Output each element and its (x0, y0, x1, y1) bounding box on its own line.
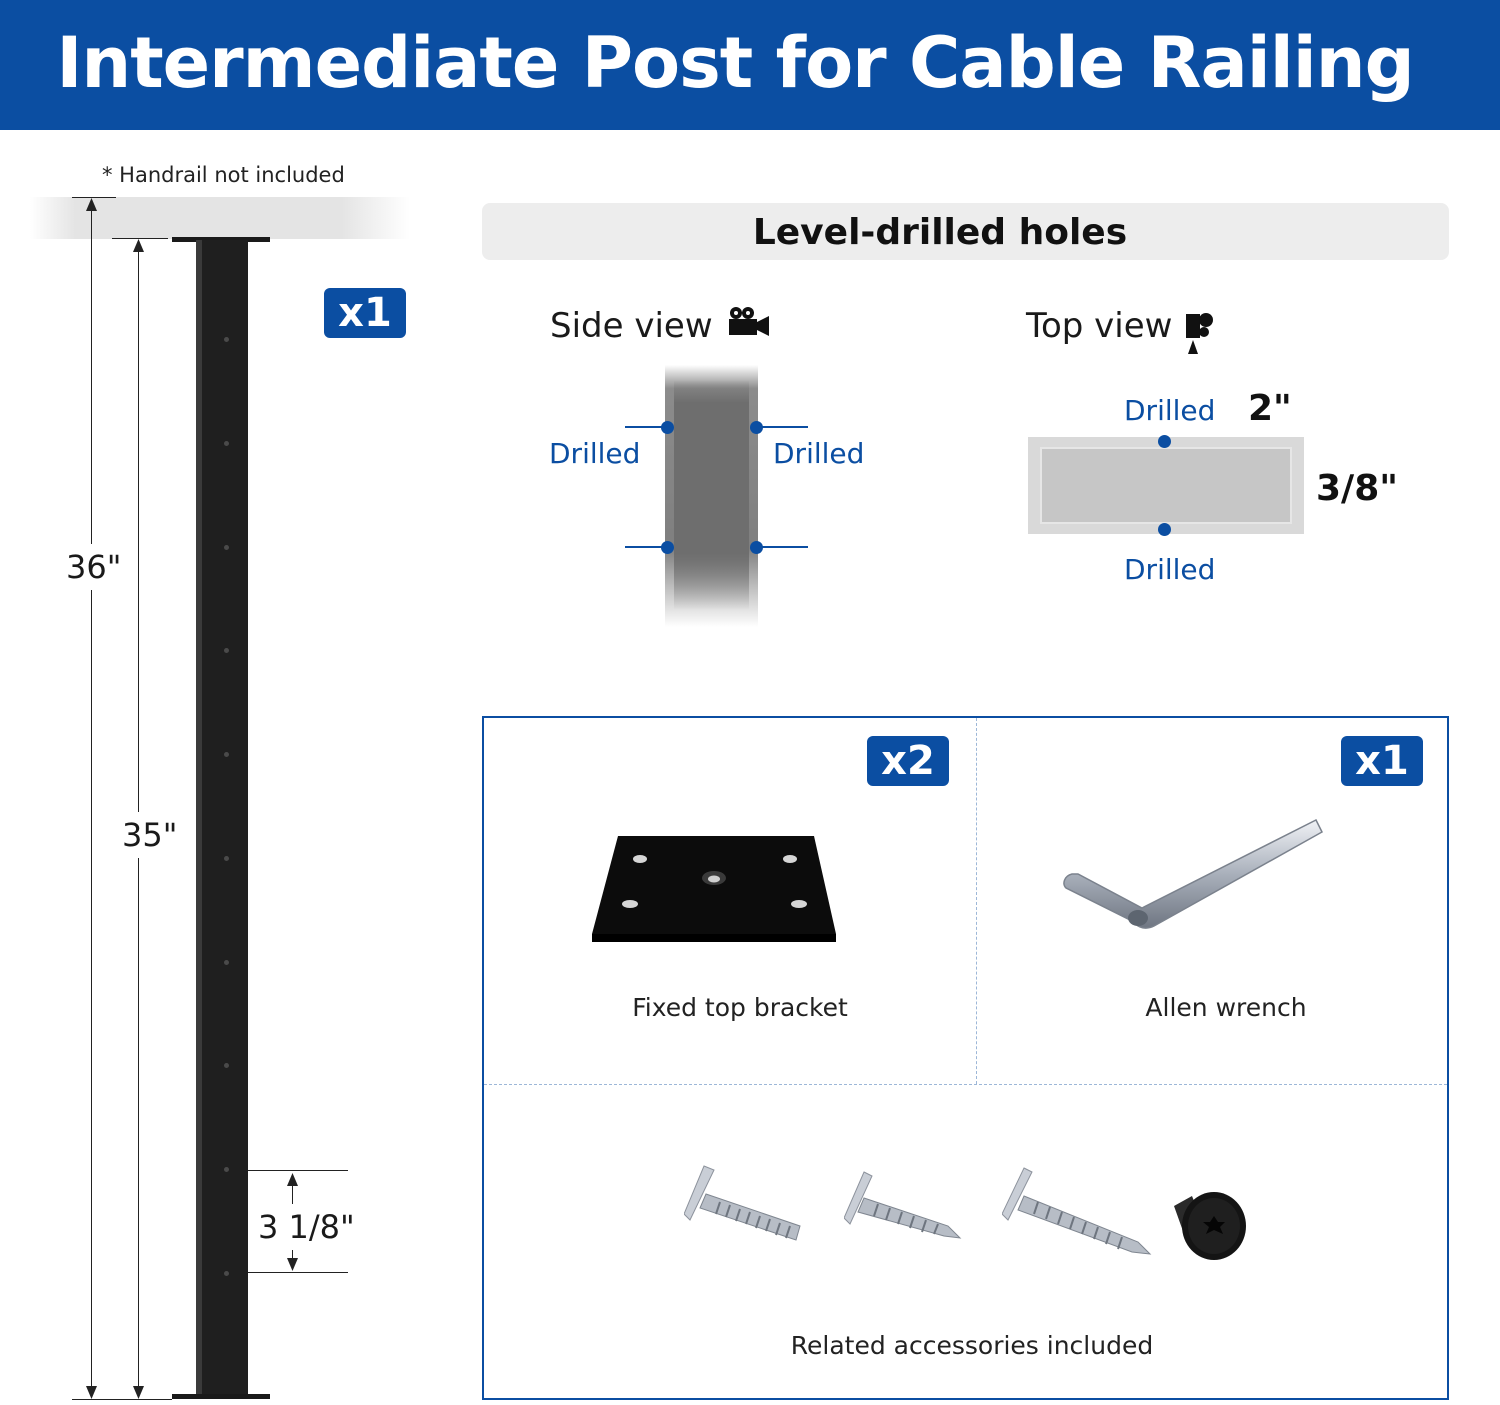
bracket-image (592, 836, 836, 942)
dim-36-line (91, 200, 92, 1396)
accessories-divider-horizontal (484, 1084, 1447, 1085)
accessories-panel (482, 716, 1449, 1400)
side-right-top-leader (756, 426, 808, 428)
title-banner (0, 0, 1500, 130)
accessories-divider-vertical (976, 718, 977, 1084)
dim-spacing-label: 3 1/8" (258, 1204, 355, 1250)
dim-spacing-line-bottom (292, 1246, 293, 1268)
allen-wrench-image (1063, 818, 1323, 929)
hole-marker (750, 541, 763, 554)
post-bottom-cap (172, 1394, 270, 1399)
side-left-bottom-leader (625, 546, 667, 548)
top-drilled-label: Drilled (1124, 394, 1216, 427)
hole-marker (1158, 523, 1171, 536)
hex-bolt-image (1174, 1192, 1246, 1260)
handrail-note: * Handrail not included (102, 163, 345, 187)
page-title: Intermediate Post for Cable Railing (56, 22, 1414, 104)
dim-36-top-tick (72, 197, 116, 198)
holes-section-header (482, 203, 1449, 260)
post-edge (196, 240, 202, 1398)
arrow-down-icon (86, 1386, 97, 1399)
hole-marker (1158, 435, 1171, 448)
arrow-up-icon (287, 1173, 298, 1186)
holes-section-title: Level-drilled holes (752, 212, 1128, 253)
dim-bottom-tick (72, 1399, 172, 1400)
post-image (196, 240, 248, 1398)
side-right-bottom-leader (756, 546, 808, 548)
dim-35-top-tick (112, 238, 168, 239)
hole-marker (661, 421, 674, 434)
dim-spacing-line-top (292, 1178, 293, 1204)
wood-screw-image (844, 1171, 962, 1239)
dim-total-label: 36" (66, 544, 122, 590)
top-view-title: Top view (1026, 306, 1173, 346)
post-hole (224, 752, 229, 757)
post-hole (224, 960, 229, 965)
hole-marker (661, 541, 674, 554)
machine-screw-image (684, 1165, 801, 1241)
post-hole (224, 1271, 229, 1276)
post-hole (224, 441, 229, 446)
camera-top-icon (1186, 313, 1213, 354)
dim-spacing-bottom-tick (248, 1272, 348, 1273)
post-hole (224, 337, 229, 342)
side-view-title: Side view (550, 306, 713, 346)
side-right-drilled-label: Drilled (773, 437, 865, 470)
screws-label: Related accessories included (790, 1331, 1154, 1360)
post-quantity-badge: x1 (324, 288, 406, 338)
post-top-cap (172, 237, 270, 242)
arrow-down-icon (133, 1386, 144, 1399)
post-hole (224, 648, 229, 653)
post-hole (224, 545, 229, 550)
post-hole (224, 856, 229, 861)
dim-spacing-top-tick (248, 1170, 348, 1171)
hole-marker (750, 421, 763, 434)
dim-post-label: 35" (122, 812, 178, 858)
arrow-up-icon (133, 239, 144, 252)
camera-icon (729, 307, 769, 336)
side-left-top-leader (625, 426, 667, 428)
wrench-quantity-badge: x1 (1341, 736, 1423, 786)
side-left-drilled-label: Drilled (549, 437, 641, 470)
post-hole (224, 1167, 229, 1172)
bracket-quantity-badge: x2 (867, 736, 949, 786)
long-wood-screw-image (1002, 1167, 1152, 1255)
post-hole (224, 1063, 229, 1068)
arrow-down-icon (287, 1258, 298, 1271)
post-top-face (1040, 447, 1292, 524)
top-view-depth-label: 3/8" (1316, 468, 1399, 509)
post-side-face (674, 380, 749, 610)
top-view-width-label: 2" (1248, 388, 1292, 429)
bracket-label: Fixed top bracket (632, 993, 848, 1022)
arrow-up-icon (86, 198, 97, 211)
wrench-label: Allen wrench (1145, 993, 1307, 1022)
bottom-drilled-label: Drilled (1124, 553, 1216, 586)
